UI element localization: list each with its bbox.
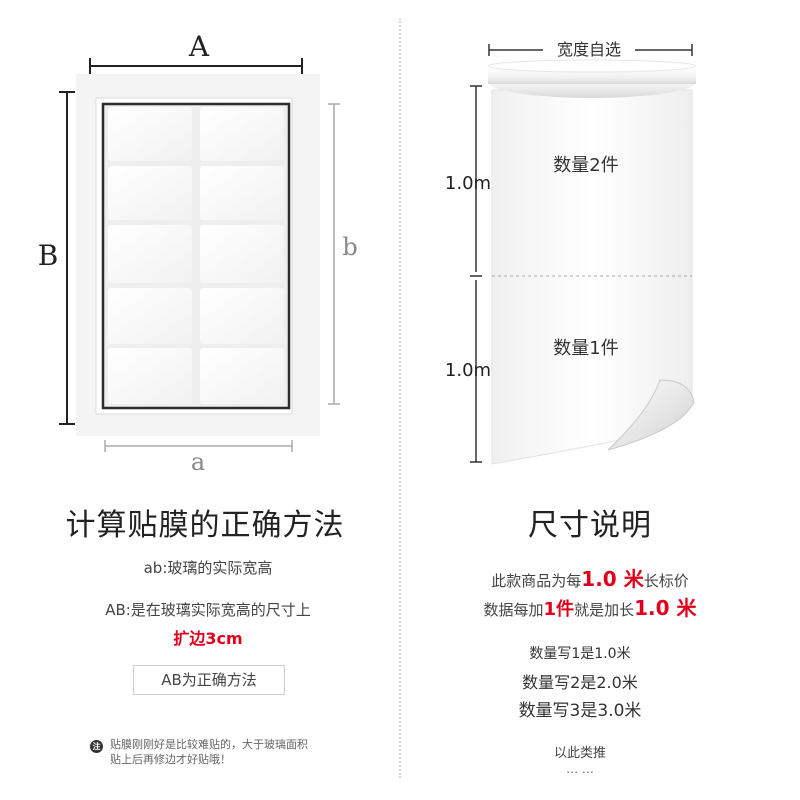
- label-a: a: [191, 448, 205, 476]
- example-3: 数量写3是3.0米: [518, 701, 642, 721]
- price-line-1-pre: 此款商品为每: [491, 572, 582, 590]
- film-roll: [487, 59, 697, 465]
- label-B: B: [38, 239, 59, 272]
- dimension-A: [89, 58, 303, 74]
- note-badge: 注: [90, 740, 103, 753]
- diagrams-svg: A B a b 宽度自选 1.0m 1.0m: [38, 30, 697, 476]
- price-line-1: 此款商品为每1.0 米长标价: [420, 563, 760, 592]
- window-panes: [108, 107, 284, 404]
- ellipsis: … …: [566, 762, 594, 776]
- etc-text: 以此类推: [553, 746, 606, 761]
- dimension-width: [488, 44, 693, 56]
- window-frame: [76, 74, 320, 436]
- dimension-length: [470, 85, 482, 463]
- left-heading: 计算贴膜的正确方法: [65, 508, 345, 543]
- example-1: 数量写1是1.0米: [529, 646, 631, 662]
- price-line-2-red-1: 1件: [543, 599, 575, 620]
- correct-method-box: AB为正确方法: [133, 665, 285, 695]
- label-A: A: [188, 30, 210, 63]
- price-line-1-red: 1.0 米: [581, 567, 644, 591]
- dimension-B: [59, 91, 75, 425]
- price-line-1-post: 长标价: [643, 572, 689, 590]
- AB-description: AB:是在玻璃实际宽高的尺寸上: [105, 601, 311, 619]
- note-line-1: 贴膜刚刚好是比较难贴的，大于玻璃面积: [110, 738, 308, 751]
- dimension-a: [104, 440, 293, 452]
- center-divider: [399, 18, 401, 778]
- length-bottom-label: 1.0m: [445, 360, 491, 381]
- AB-expand: 扩边3cm: [173, 629, 243, 648]
- price-line-2-mid: 就是加长: [574, 601, 635, 619]
- example-2: 数量写2是2.0米: [522, 673, 638, 692]
- price-line-2: 数据每加1件就是加长1.0 米: [420, 592, 760, 621]
- right-heading: 尺寸说明: [528, 508, 652, 543]
- dimension-b: [328, 103, 340, 405]
- ab-description: ab:玻璃的实际宽高: [143, 559, 273, 577]
- width-label: 宽度自选: [557, 40, 621, 59]
- price-line-2-red-2: 1.0 米: [634, 596, 697, 620]
- length-top-label: 1.0m: [445, 173, 491, 194]
- note-line-2: 贴上后再修边才好贴哦！: [110, 753, 231, 766]
- note-text: 贴膜刚刚好是比较难贴的，大于玻璃面积 贴上后再修边才好贴哦！: [110, 737, 308, 767]
- label-b: b: [342, 233, 357, 261]
- qty-top-label: 数量2件: [553, 155, 618, 176]
- qty-bottom-label: 数量1件: [553, 338, 618, 359]
- price-line-2-pre: 数据每加: [483, 601, 544, 619]
